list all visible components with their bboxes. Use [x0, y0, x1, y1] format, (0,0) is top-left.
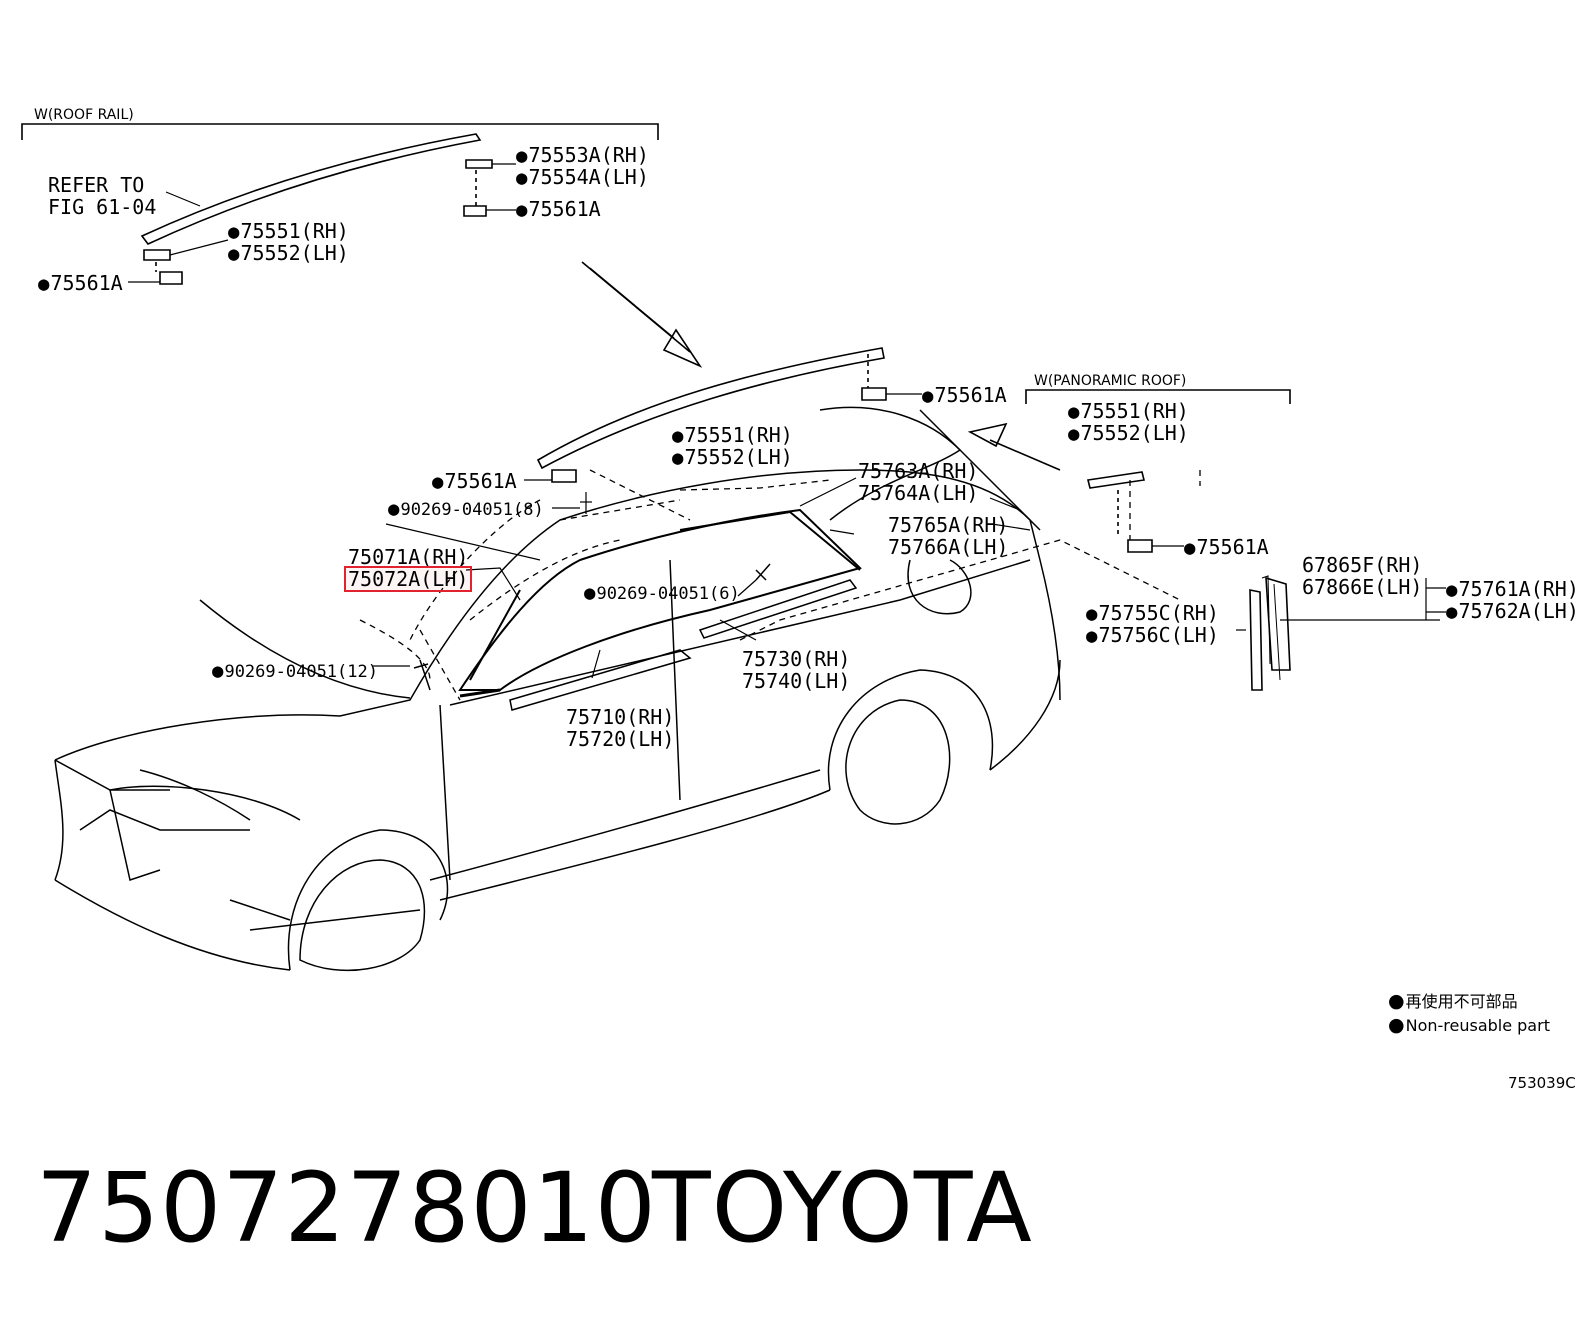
pano-part-75551[interactable]: 75551(RH)	[1068, 400, 1188, 423]
part-75561a-mid[interactable]: 75561A	[432, 470, 516, 493]
part-75762a[interactable]: 75762A(LH)	[1446, 600, 1578, 623]
part-75553a[interactable]: 75553A(RH)	[516, 144, 648, 167]
part-75552-mid[interactable]: 75552(LH)	[672, 446, 792, 469]
part-75710[interactable]: 75710(RH)	[566, 705, 675, 729]
part-90269-8[interactable]: 90269-04051(8)	[388, 498, 543, 521]
part-75551-top[interactable]: 75551(RH)	[228, 220, 348, 243]
pano-clip	[1127, 539, 1153, 553]
part-75763a[interactable]: 75763A(RH)	[858, 459, 979, 483]
part-90269-12[interactable]: 90269-04051(12)	[212, 660, 378, 683]
clip-mid	[551, 469, 577, 483]
part-75755c[interactable]: 75755C(RH)	[1086, 602, 1218, 625]
part-75730[interactable]: 75730(RH)	[742, 647, 851, 671]
part-number: 7507278010	[36, 1152, 657, 1264]
belt-moulding-rear	[698, 579, 858, 639]
leaders	[385, 477, 1031, 679]
part-75552-top[interactable]: 75552(LH)	[228, 242, 348, 265]
part-75765a[interactable]: 75765A(RH)	[888, 513, 1009, 537]
part-75561a-top[interactable]: 75561A	[516, 198, 600, 221]
arrow-left	[967, 422, 1061, 471]
legend-en: Non-reusable part	[1388, 1014, 1550, 1037]
part-75761a[interactable]: 75761A(RH)	[1446, 578, 1578, 601]
cap-75553a	[465, 159, 493, 169]
clip-roof	[861, 387, 887, 401]
part-75551-mid[interactable]: 75551(RH)	[672, 424, 792, 447]
clip-75561a-left	[159, 271, 183, 285]
part-75561a-roof[interactable]: 75561A	[922, 384, 1006, 407]
group-roof-rail: W(ROOF RAIL)	[34, 107, 134, 123]
arrow-down-right	[581, 261, 703, 368]
part-75756c[interactable]: 75756C(LH)	[1086, 624, 1218, 647]
car-body	[54, 406, 1061, 972]
belt-moulding-front	[509, 649, 692, 711]
part-75720[interactable]: 75720(LH)	[566, 727, 675, 751]
screw-12	[413, 659, 431, 691]
refer-line-2[interactable]: FIG 61-04	[48, 195, 157, 219]
part-75766a[interactable]: 75766A(LH)	[888, 535, 1009, 559]
part-67866e[interactable]: 67866E(LH)	[1302, 575, 1423, 599]
dashed-leaders	[359, 469, 1201, 701]
brand-name: TOYOTA	[652, 1152, 1033, 1264]
part-75561a-left[interactable]: 75561A	[38, 272, 122, 295]
part-75072a-highlighted[interactable]: 75072A(LH)	[343, 566, 473, 592]
pano-part-75552[interactable]: 75552(LH)	[1068, 422, 1188, 445]
part-90269-6[interactable]: 90269-04051(6)	[584, 582, 739, 605]
cap-75551	[143, 249, 171, 261]
figure-code: 753039C	[1508, 1074, 1576, 1092]
refer-line-1: REFER TO	[48, 173, 145, 197]
window-frame	[458, 508, 862, 691]
part-75740[interactable]: 75740(LH)	[742, 669, 851, 693]
legend-jp: 再使用不可部品	[1388, 990, 1518, 1013]
pillar-garnish	[1249, 589, 1263, 691]
pano-rail	[1087, 471, 1145, 489]
panoramic-bracket	[1025, 389, 1291, 404]
pano-part-75561a[interactable]: 75561A	[1184, 536, 1268, 559]
part-75071a[interactable]: 75071A(RH)	[348, 545, 469, 569]
roof-rail-bracket	[21, 123, 659, 140]
screw-6	[755, 563, 771, 581]
part-67865f[interactable]: 67865F(RH)	[1302, 553, 1423, 577]
roof-rail-car	[536, 347, 885, 470]
group-panoramic-roof: W(PANORAMIC ROOF)	[1034, 373, 1187, 389]
clip-75561a-top	[463, 205, 487, 217]
part-75764a[interactable]: 75764A(LH)	[858, 481, 979, 505]
roof-rail-top	[140, 133, 482, 245]
part-75554a[interactable]: 75554A(LH)	[516, 166, 648, 189]
